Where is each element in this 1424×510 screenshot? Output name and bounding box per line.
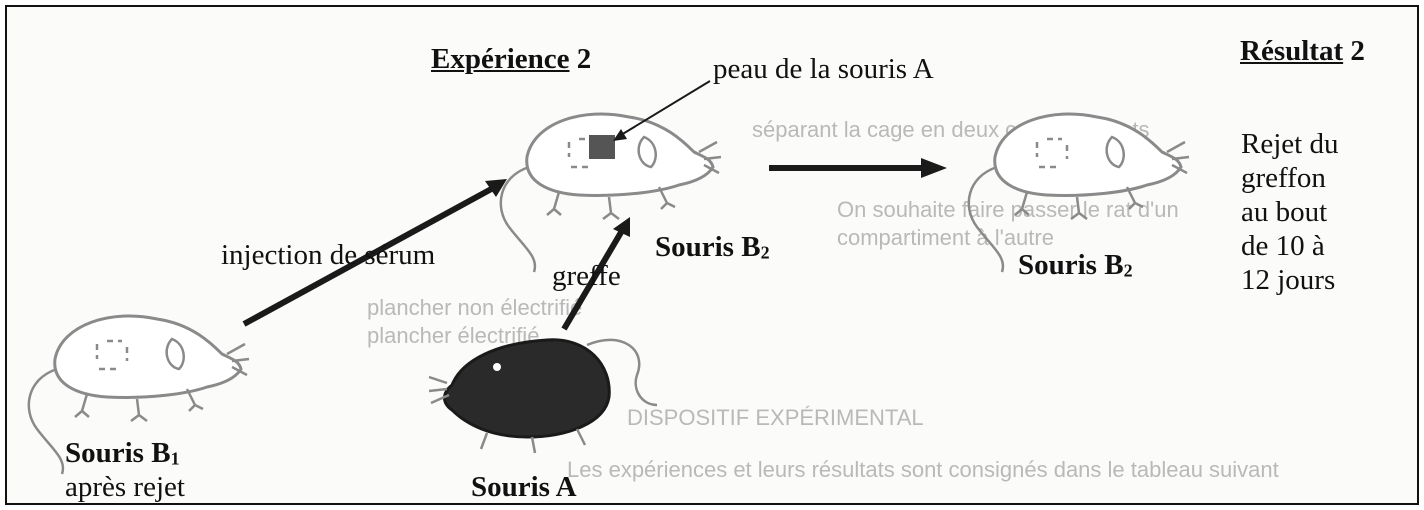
result-line-5: 12 jours bbox=[1241, 264, 1336, 296]
diagram-frame: séparant la cage en deux compartiments O… bbox=[5, 5, 1419, 505]
mouse-b2-illustration bbox=[499, 112, 723, 274]
result-line-2: greffon bbox=[1241, 162, 1326, 194]
result-line-1: Rejet du bbox=[1241, 128, 1339, 160]
injection-arrow bbox=[242, 184, 497, 327]
souris-b2-label: Souris B2 bbox=[655, 231, 770, 263]
bleed-text-4: plancher non électrifié bbox=[367, 295, 583, 320]
result-line-3: au bout bbox=[1241, 196, 1328, 228]
mouse-a-illustration bbox=[428, 338, 658, 454]
bleed-text-6: DISPOSITIF EXPÉRIMENTAL bbox=[627, 405, 924, 430]
bleed-text-3: compartiment à l'autre bbox=[837, 225, 1054, 250]
peau-label: peau de la souris A bbox=[713, 53, 934, 85]
greffe-arrow bbox=[561, 227, 626, 331]
bleed-text-7: Les expériences et leurs résultats sont … bbox=[567, 457, 1279, 482]
resultat-title: Résultat 2 bbox=[1240, 35, 1365, 67]
diagram-graphics bbox=[27, 80, 1191, 476]
souris-b1-note: après rejet bbox=[65, 471, 185, 503]
souris-b2-result-label: Souris B2 bbox=[1018, 249, 1133, 281]
skin-graft-patch bbox=[589, 135, 615, 159]
souris-b1-label: Souris B1 bbox=[65, 437, 180, 469]
greffe-label: greffe bbox=[552, 260, 621, 292]
experience-title: Expérience 2 bbox=[431, 43, 592, 75]
injection-label: injection de sérum bbox=[221, 239, 436, 271]
souris-a-label: Souris A bbox=[471, 471, 577, 503]
skin-pointer-line bbox=[620, 80, 711, 136]
bleed-text-2: On souhaite faire passer le rat d'un bbox=[837, 197, 1179, 222]
result-text: Rejet du greffon au bout de 10 à 12 jour… bbox=[1241, 127, 1338, 297]
result-line-4: de 10 à bbox=[1241, 230, 1325, 262]
